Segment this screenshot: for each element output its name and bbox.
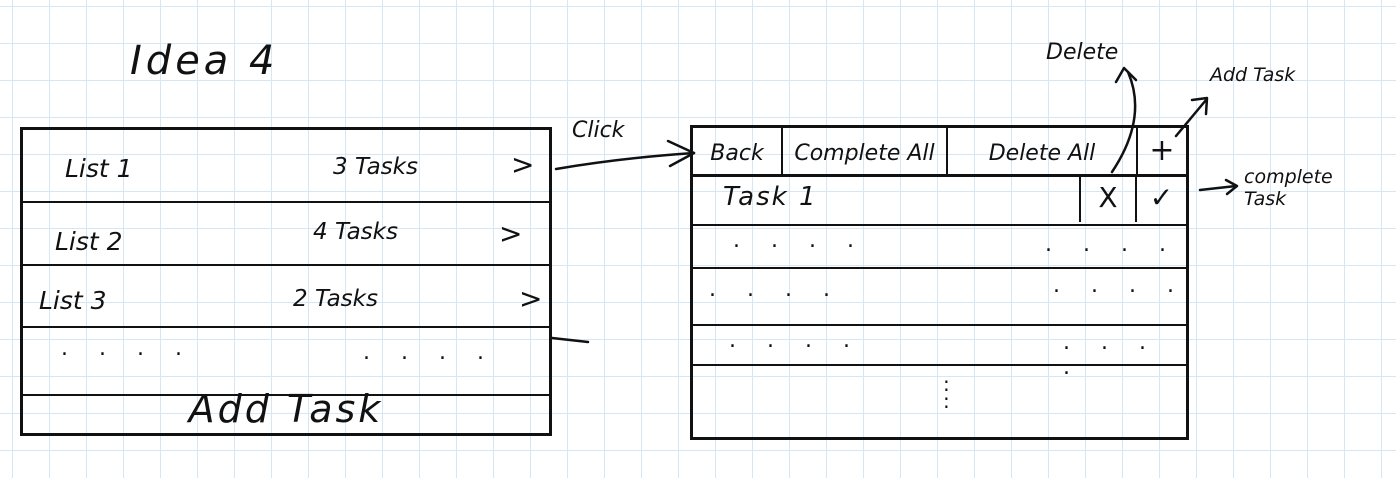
annotation-complete-task-line2: Task	[1244, 188, 1287, 210]
chevron-right-icon[interactable]: >	[499, 217, 523, 250]
list-row-1[interactable]: List 1 3 Tasks >	[23, 130, 549, 203]
task-row-placeholder: . . . . . . . .	[693, 324, 1186, 380]
more-tasks-indicator: : :	[943, 372, 950, 413]
task-count: 2 Tasks	[293, 286, 378, 312]
arrow-head	[666, 139, 696, 168]
list-row-placeholder: . . . . . . . .	[23, 326, 549, 396]
annotation-complete-task: complete	[1244, 166, 1333, 188]
lists-screen: List 1 3 Tasks > List 2 4 Tasks > List 3…	[20, 127, 552, 436]
chevron-right-icon[interactable]: >	[519, 282, 543, 315]
check-icon[interactable]: ✓	[1135, 174, 1186, 222]
add-task-button[interactable]: Add Task	[188, 387, 384, 431]
list-name: List 2	[55, 227, 123, 256]
placeholder-dots: . . . .	[709, 277, 842, 302]
list-row-3[interactable]: List 3 2 Tasks >	[23, 264, 549, 328]
list-name: List 1	[65, 154, 133, 183]
placeholder-dots: . . . .	[1063, 330, 1158, 380]
complete-all-button[interactable]: Complete All	[783, 128, 948, 174]
toolbar: Back Complete All Delete All +	[693, 128, 1186, 177]
list-detail-screen: Back Complete All Delete All + Task 1 X …	[690, 125, 1189, 440]
annotation-delete: Delete	[1046, 40, 1119, 65]
arrow-head	[1190, 96, 1209, 116]
annotation-add-task: Add Task	[1210, 64, 1296, 86]
placeholder-dots: . . . .	[729, 328, 862, 353]
placeholder-dots: . . . .	[733, 228, 866, 253]
add-task-arrow	[1174, 98, 1208, 138]
chevron-right-icon[interactable]: >	[511, 148, 535, 181]
add-task-button[interactable]: +	[1149, 133, 1175, 168]
list-name: List 3	[39, 286, 107, 315]
placeholder-dots: . . . .	[1045, 232, 1178, 257]
list-row-2[interactable]: List 2 4 Tasks >	[23, 201, 549, 266]
task-count: 4 Tasks	[313, 219, 398, 245]
task-row-placeholder: . . . . . . . .	[693, 267, 1186, 326]
task-name: Task 1	[723, 182, 818, 212]
click-arrow	[554, 151, 696, 171]
page-title: Idea 4	[130, 38, 279, 84]
arrow-head	[1114, 66, 1138, 84]
task-row-placeholder: . . . . . . . .	[693, 224, 1186, 269]
sketch-stroke	[550, 336, 590, 344]
x-icon[interactable]: X	[1079, 174, 1135, 222]
transition-label: Click	[572, 118, 625, 143]
task-count: 3 Tasks	[333, 154, 418, 180]
arrow-head	[1224, 178, 1239, 196]
back-button[interactable]: Back	[693, 128, 783, 174]
placeholder-dots: . . . .	[363, 340, 496, 365]
placeholder-dots: . . . .	[61, 336, 194, 361]
task-row: Task 1 X ✓	[693, 174, 1186, 226]
complete-task-arrow	[1198, 184, 1238, 192]
placeholder-dots: . . . .	[1053, 273, 1186, 298]
delete-all-button[interactable]: Delete All	[948, 128, 1138, 174]
delete-arrow	[1110, 70, 1137, 174]
